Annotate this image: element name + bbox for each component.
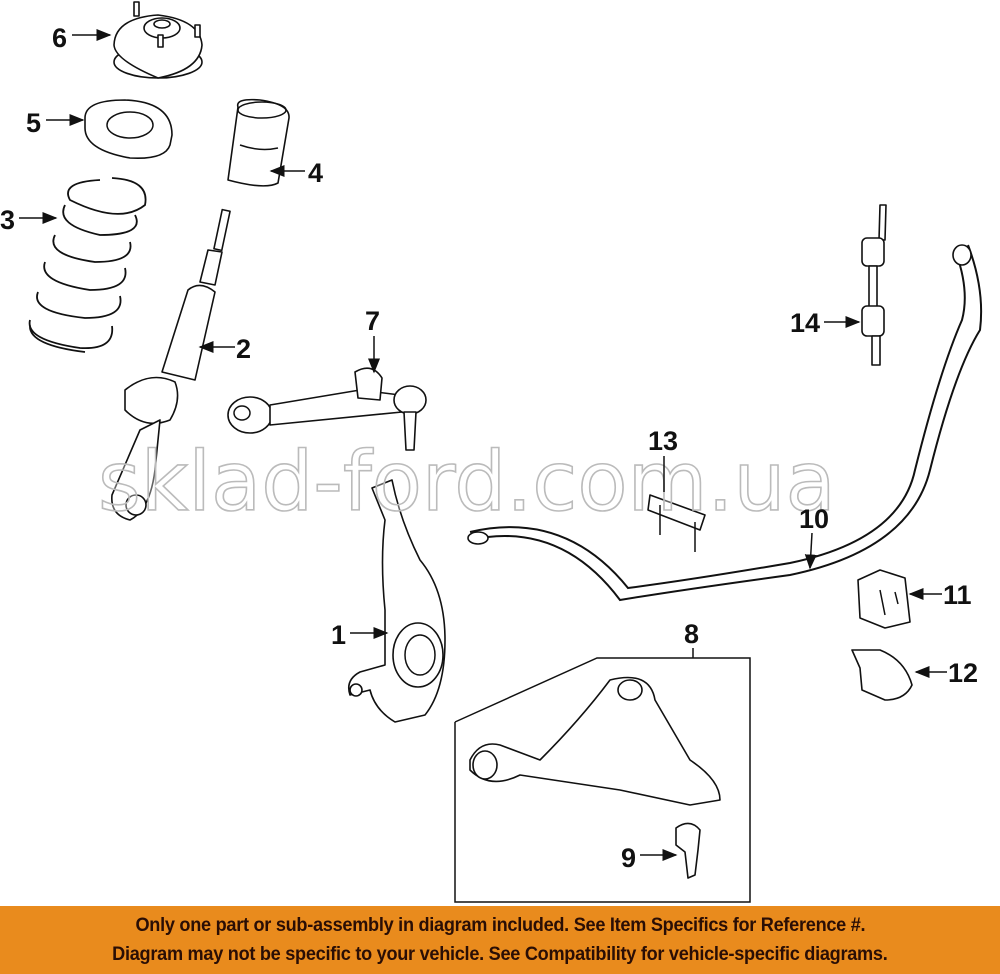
stabilizer-bushing-part[interactable]	[857, 569, 911, 629]
callout-10: 10	[799, 504, 829, 534]
upper-control-arm-part[interactable]	[227, 367, 427, 451]
bracket-part[interactable]	[647, 494, 706, 552]
callout-11: 11	[943, 580, 972, 610]
callout-12: 12	[948, 658, 978, 688]
disclaimer-banner: Only one part or sub-assembly in diagram…	[0, 906, 1000, 974]
callouts: 6 5 4 3 2 7 1 8 9 10 11 12 13 14	[0, 23, 978, 873]
callout-7: 7	[365, 306, 380, 336]
bushing-clamp-part[interactable]	[851, 649, 913, 701]
callout-6: 6	[52, 23, 67, 53]
callout-5: 5	[26, 108, 41, 138]
parts-diagram: sklad-ford.com.ua 6 5 4 3 2 7 1 8 9 10 1…	[0, 1, 983, 903]
strut-mount-part[interactable]	[113, 1, 203, 79]
callout-9: 9	[621, 843, 636, 873]
lower-control-arm-assembly[interactable]	[454, 657, 751, 903]
steering-knuckle-part[interactable]	[347, 479, 446, 723]
disclaimer-line-2: Diagram may not be specific to your vehi…	[112, 943, 888, 965]
spring-isolator-part[interactable]	[84, 99, 173, 160]
callout-8: 8	[684, 619, 699, 649]
callout-2: 2	[236, 334, 251, 364]
disclaimer-line-1: Only one part or sub-assembly in diagram…	[135, 914, 865, 936]
callout-13: 13	[648, 426, 678, 456]
stabilizer-link-part[interactable]	[861, 204, 887, 366]
coil-spring-part[interactable]	[28, 177, 147, 353]
callout-1: 1	[331, 620, 346, 650]
stabilizer-bar-part[interactable]	[467, 244, 983, 602]
callout-4: 4	[308, 158, 323, 188]
watermark: sklad-ford.com.ua	[98, 435, 836, 530]
callout-3: 3	[0, 205, 15, 235]
bump-stop-part[interactable]	[227, 98, 290, 187]
callout-14: 14	[790, 308, 820, 338]
strut-part[interactable]	[111, 208, 231, 521]
